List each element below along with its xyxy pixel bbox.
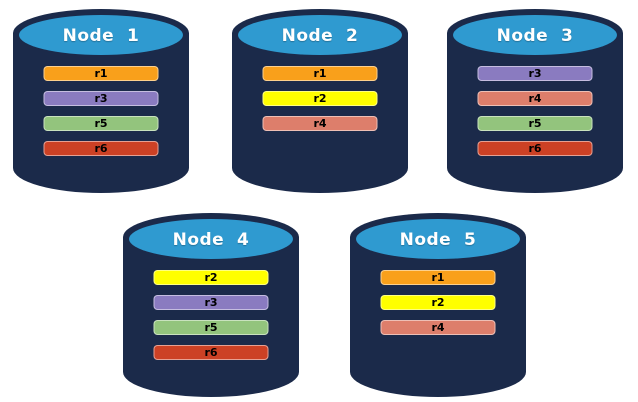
node-4: Node 4 r2 r3 r5 r6 [122,212,300,398]
replica-bar: r5 [477,116,593,131]
node-title: Node 5 [399,230,477,250]
node-title: Node 4 [172,230,250,250]
replica-bar: r3 [43,91,159,106]
node-3: Node 3 r3 r4 r5 r6 [446,8,624,194]
node-2: Node 2 r1 r2 r4 [231,8,409,194]
replica-bar: r2 [380,295,496,310]
replica-list: r3 r4 r5 r6 [477,66,593,156]
node-title: Node 3 [496,26,574,46]
node-title: Node 1 [62,26,140,46]
replica-list: r1 r2 r4 [380,270,496,335]
replica-bar: r4 [262,116,378,131]
replica-bar: r2 [262,91,378,106]
replica-bar: r6 [43,141,159,156]
node-1: Node 1 r1 r3 r5 r6 [12,8,190,194]
replica-bar: r4 [477,91,593,106]
replica-list: r1 r2 r4 [262,66,378,131]
replica-bar: r6 [153,345,269,360]
replica-bar: r3 [153,295,269,310]
replica-bar: r2 [153,270,269,285]
replica-bar: r1 [262,66,378,81]
replica-list: r1 r3 r5 r6 [43,66,159,156]
replica-bar: r4 [380,320,496,335]
replica-list: r2 r3 r5 r6 [153,270,269,360]
replica-bar: r5 [153,320,269,335]
replica-bar: r1 [380,270,496,285]
replica-bar: r1 [43,66,159,81]
node-5: Node 5 r1 r2 r4 [349,212,527,398]
replica-bar: r3 [477,66,593,81]
replica-bar: r6 [477,141,593,156]
node-title: Node 2 [281,26,359,46]
replica-bar: r5 [43,116,159,131]
